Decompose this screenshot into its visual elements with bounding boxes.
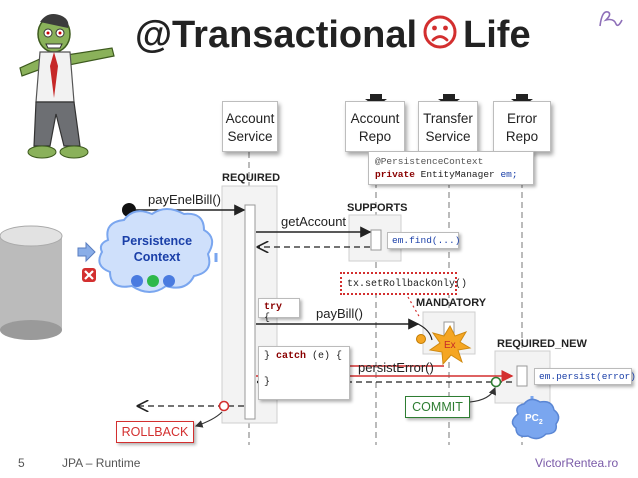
participant-label: Repo [358,129,392,144]
keyword: private [375,169,415,180]
participant-label: Account [350,111,400,126]
participant-label: Account [225,111,275,126]
logo-signature-icon [596,6,626,32]
pc2-label: PC2 [525,413,543,426]
database-icon [0,225,63,340]
inject-arrow-icon [438,94,460,107]
code-catch-block: } catch (e) { } [258,346,350,400]
pc2-text: PC [525,413,539,424]
pc2-subscript: 2 [538,419,543,426]
footer-left: JPA – Runtime [62,456,141,470]
message-persist-error: persistError() [358,360,434,375]
slide-title: @Transactional Life [135,14,531,59]
participant-label: Service [425,129,471,144]
participant-label: Service [227,129,273,144]
catch-keyword: catch [276,351,307,362]
title-end: Life [463,14,531,56]
pc-label-line1: Persistence [121,234,193,248]
activation-error-repo [516,365,528,387]
inject-arrow-icon [511,94,533,107]
footer-right: VictorRentea.ro [535,456,619,470]
red-x-icon [82,268,96,282]
field-declaration: private EntityManager em; [375,168,527,181]
activation-account-repo [370,229,382,251]
frown-face-icon [423,15,457,59]
em-find-text: em.find(...) [392,235,461,246]
inject-arrow-icon [365,94,387,107]
annotation-text: @PersistenceContext [375,156,484,167]
arrow-pay-bill-curve [417,323,433,341]
code-try-block: try { [258,298,300,324]
participant-transfer-service: Transfer Service [418,101,478,152]
participant-label: Error [507,111,537,126]
participant-label: Transfer [423,111,473,126]
catch-params: (e) { [306,351,343,362]
commit-pointer [469,386,497,403]
activation-account-service [244,204,256,420]
zombie-figure [14,6,124,166]
entity-dot-blue [163,275,175,287]
persistence-context-cloud [98,208,214,293]
field-type: EntityManager [420,169,495,180]
propagation-mandatory: MANDATORY [416,297,487,309]
persistence-context-injection-code: @PersistenceContext private EntityManage… [368,151,534,185]
catch-line: } catch (e) { [264,350,344,363]
page-number: 5 [18,456,25,470]
entity-dot-blue [131,275,143,287]
participant-label: Repo [505,129,539,144]
message-em-persist: em.persist(error) [534,368,636,385]
propagation-required-new: REQUIRED_NEW [497,338,587,350]
try-keyword: try [264,302,283,313]
set-rollback-text: tx.setRollbackOnly() [347,279,468,290]
message-pay-bill: payBill() [316,306,363,321]
catch-close-brace: } [264,377,271,388]
entity-dot-green [147,275,159,287]
propagation-required: REQUIRED [222,172,281,184]
commit-ring [490,376,502,388]
message-set-rollback-only: tx.setRollbackOnly() [340,272,467,295]
exception-label: Ex [444,340,456,351]
rollback-pointer [194,411,223,428]
title-main: @Transactional [135,14,418,56]
message-em-find: em.find(...) [387,232,461,249]
message-pay-enel-bill: payEnelBill() [148,192,221,207]
blue-arrow-icon [77,241,96,263]
catch-open-brace: } [264,351,277,362]
persistence-context-label: Persistence Context [112,233,202,265]
try-brace: { [264,313,271,324]
rollback-only-pointer [407,296,421,319]
propagation-supports: SUPPORTS [347,202,408,214]
catch-body [264,363,344,376]
field-name: em; [500,169,518,180]
commit-label: COMMIT [405,396,470,418]
participant-account-service: Account Service [222,101,278,152]
pc2-cloud [511,398,560,440]
rollback-ring [218,400,230,412]
rollback-flag-dot [416,334,426,344]
message-get-account: getAccount [281,214,347,229]
rollback-label: ROLLBACK [116,421,194,443]
participant-account-repo: Account Repo [345,101,405,152]
exception-star-icon [428,324,472,366]
em-persist-text: em.persist(error) [539,371,636,382]
pc-label-line2: Context [133,250,181,264]
participant-error-repo: Error Repo [493,101,551,152]
